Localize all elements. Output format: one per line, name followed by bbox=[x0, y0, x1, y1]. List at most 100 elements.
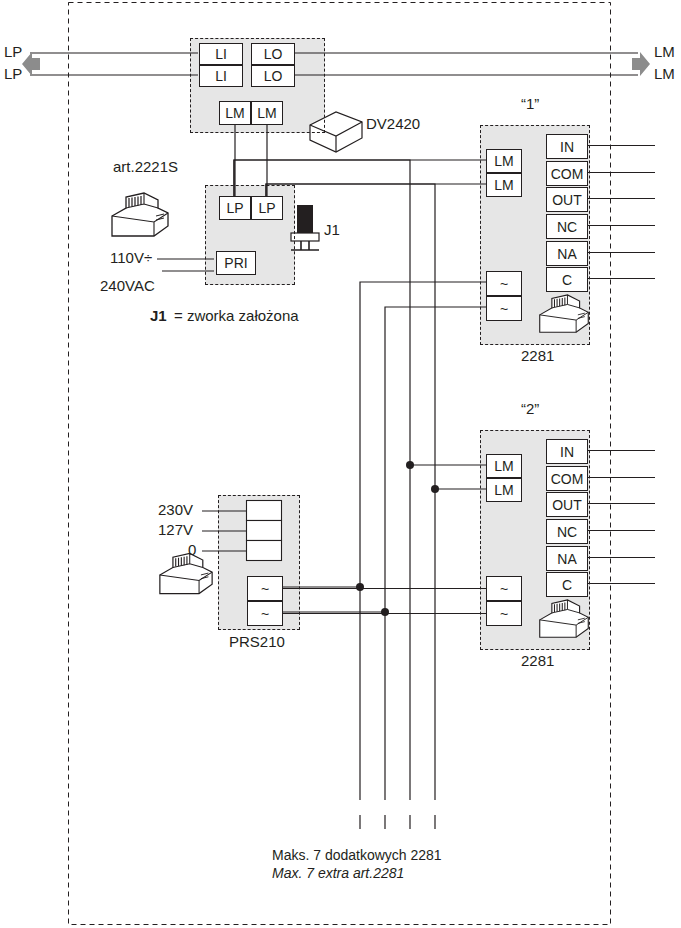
text-label: 127V bbox=[158, 522, 193, 539]
panel-ground bbox=[218, 495, 300, 630]
terminal-cell: LM bbox=[486, 173, 522, 197]
module-article: 2281 bbox=[521, 653, 554, 670]
terminal-cell: LO bbox=[251, 65, 295, 87]
terminal-label: C bbox=[562, 578, 572, 592]
terminal-label: LO bbox=[264, 47, 283, 61]
wire-connector bbox=[283, 307, 486, 612]
wire-connector bbox=[234, 160, 486, 196]
terminal-cell: LM bbox=[486, 149, 522, 173]
module-panel: “2”2281LMLMINCOMOUTNCNAC~~ bbox=[480, 430, 590, 650]
dv2420-device bbox=[310, 112, 362, 152]
terminal-cell: NC bbox=[546, 519, 588, 544]
text-label: J1 bbox=[150, 308, 167, 325]
terminal-label: ~ bbox=[261, 582, 269, 596]
terminal-cell: LP bbox=[219, 196, 251, 220]
din-module-icon bbox=[540, 295, 589, 332]
terminal-label: ~ bbox=[500, 302, 508, 316]
terminal-cell: LO bbox=[251, 43, 295, 65]
enclosure-frame bbox=[69, 3, 611, 925]
terminal-label: LO bbox=[264, 69, 283, 83]
module-panel: “1”2281LMLMINCOMOUTNCNAC~~ bbox=[480, 125, 590, 345]
terminal-cell: PRI bbox=[216, 251, 256, 275]
terminal-cell: ~ bbox=[486, 296, 522, 321]
terminal-label: LM bbox=[494, 459, 513, 473]
terminal-cell: LP bbox=[251, 196, 283, 220]
terminal-cell: IN bbox=[546, 134, 588, 159]
terminal-label: PRI bbox=[224, 256, 247, 270]
text-label: 230V bbox=[158, 502, 193, 519]
terminal-cell: C bbox=[546, 572, 588, 597]
jumper-symbol bbox=[291, 205, 319, 250]
wire-connector bbox=[266, 184, 486, 196]
module-heading: DV2420 bbox=[366, 116, 420, 133]
terminal-label: LP bbox=[226, 201, 243, 215]
terminal-label: LI bbox=[215, 47, 227, 61]
text-label: LM bbox=[654, 44, 675, 61]
terminal-cell: LM bbox=[486, 478, 522, 502]
panel-ground bbox=[480, 125, 590, 345]
module-output-wires bbox=[587, 146, 655, 584]
terminal-cell: C bbox=[546, 267, 588, 292]
module-heading: “1” bbox=[521, 96, 539, 113]
din-module-icon bbox=[112, 193, 168, 236]
text-label: 110V÷ bbox=[110, 250, 152, 267]
terminal-label: NA bbox=[557, 247, 576, 261]
terminal-label: COM bbox=[551, 472, 584, 486]
terminal-label: LM bbox=[225, 106, 244, 120]
text-label: LP bbox=[4, 66, 22, 83]
terminal-label: NA bbox=[557, 552, 576, 566]
text-label: = zworka założona bbox=[174, 308, 299, 325]
terminal-cell: IN bbox=[546, 439, 588, 464]
text-label: Maks. 7 dodatkowych 2281 bbox=[272, 848, 442, 863]
panel-ground bbox=[205, 185, 295, 285]
text-label: J1 bbox=[324, 222, 340, 239]
panel-ground bbox=[480, 430, 590, 650]
terminal-cell: ~ bbox=[486, 576, 522, 601]
terminal-cell: ~ bbox=[247, 601, 283, 626]
terminal-label: ~ bbox=[500, 607, 508, 621]
terminal-label: ~ bbox=[500, 582, 508, 596]
terminal-cell: LI bbox=[199, 65, 243, 87]
module-panel: art.2221SLPLPPRI bbox=[205, 185, 295, 285]
module-article: 2281 bbox=[521, 348, 554, 365]
wire-connector bbox=[283, 613, 486, 614]
module-heading: art.2221S bbox=[113, 159, 178, 176]
module-panel: DV2420LILILOLOLMLM bbox=[190, 38, 325, 133]
text-label: 240VAC bbox=[100, 278, 155, 295]
terminal-cell: LI bbox=[199, 43, 243, 65]
terminal-cell: LM bbox=[486, 454, 522, 478]
terminal-label: IN bbox=[560, 140, 574, 154]
terminal-label: C bbox=[562, 273, 572, 287]
terminal-label: LM bbox=[494, 154, 513, 168]
wire-connector bbox=[266, 184, 486, 489]
terminal-label: OUT bbox=[552, 498, 582, 512]
extension-bus bbox=[360, 465, 435, 829]
module-panel: PRS210~~ bbox=[218, 495, 300, 630]
terminal-cell: ~ bbox=[247, 576, 283, 601]
terminal-cell: COM bbox=[546, 161, 588, 186]
terminal-cell: OUT bbox=[546, 187, 588, 212]
prs210-primary-terminals bbox=[202, 501, 282, 561]
terminal-cell: ~ bbox=[486, 271, 522, 296]
text-label: 0 bbox=[188, 542, 196, 559]
terminal-label: IN bbox=[560, 445, 574, 459]
terminal-cell: NA bbox=[546, 546, 588, 571]
terminal-label: LM bbox=[257, 106, 276, 120]
terminal-label: NC bbox=[557, 525, 577, 539]
text-label: LM bbox=[654, 66, 675, 83]
panel-ground bbox=[190, 38, 325, 133]
terminal-label: LM bbox=[494, 178, 513, 192]
module-heading: “2” bbox=[521, 401, 539, 418]
text-label: LP bbox=[4, 44, 22, 61]
junction-dots bbox=[356, 461, 439, 616]
terminal-cell: NA bbox=[546, 241, 588, 266]
terminal-label: LP bbox=[258, 201, 275, 215]
terminal-label: OUT bbox=[552, 193, 582, 207]
module-heading: PRS210 bbox=[229, 634, 285, 651]
terminal-label: LI bbox=[215, 69, 227, 83]
terminal-label: ~ bbox=[261, 607, 269, 621]
bus-wires bbox=[30, 53, 638, 75]
din-module-icon bbox=[540, 600, 589, 637]
terminal-cell: LM bbox=[251, 101, 283, 125]
